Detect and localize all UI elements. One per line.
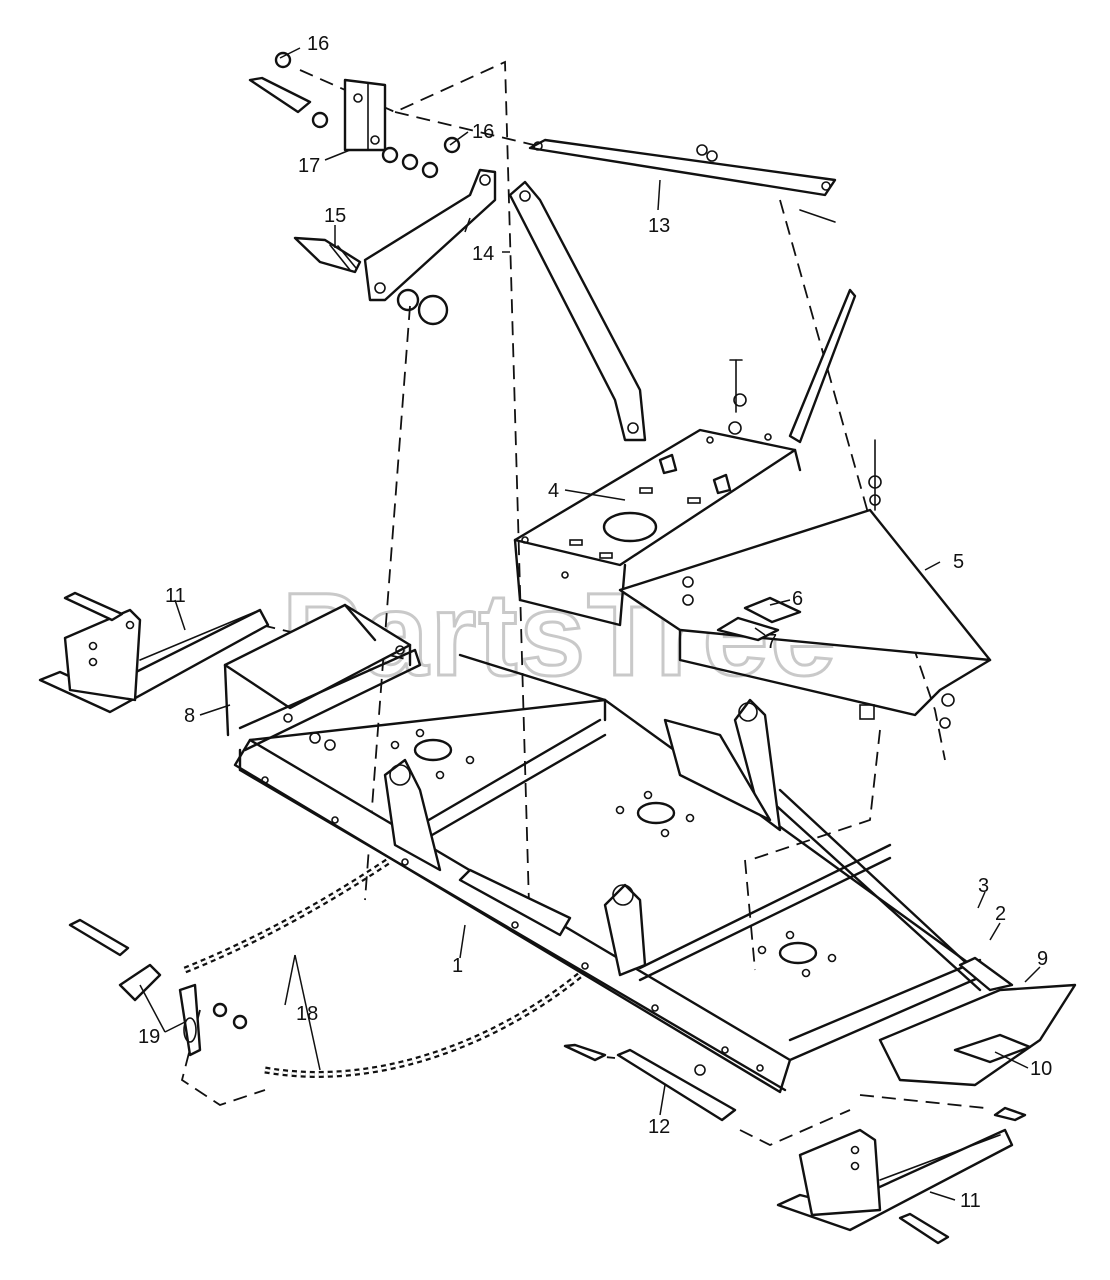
callout-leaders	[139, 47, 1041, 1201]
rod	[528, 138, 837, 223]
deck-cover	[618, 439, 992, 729]
callout-labels: 16 16 17 15 14 13 4 5 6 7 11 8 3 2 9 1 1…	[138, 33, 1052, 1212]
strap-bracket	[563, 1043, 737, 1122]
belt-guard	[513, 288, 857, 627]
callout-3: 3	[978, 875, 989, 897]
gauge-wheel-bracket-right	[776, 1128, 1014, 1245]
callout-9: 9	[1037, 948, 1048, 970]
clevis-pin	[293, 236, 449, 326]
clevis	[248, 51, 461, 179]
callout-6: 6	[792, 588, 803, 610]
callout-16b: 16	[472, 121, 494, 143]
callout-13: 13	[648, 215, 670, 237]
callout-11a: 11	[165, 585, 186, 607]
callout-19: 19	[138, 1026, 160, 1048]
callout-18: 18	[296, 1003, 318, 1025]
discharge-plate	[878, 983, 1077, 1122]
callout-12: 12	[648, 1116, 670, 1138]
callout-16a: 16	[307, 33, 329, 55]
callout-10: 10	[1030, 1058, 1052, 1080]
lift-link	[363, 168, 647, 442]
callout-2: 2	[995, 903, 1006, 925]
front-bracket	[223, 603, 422, 752]
callout-17: 17	[298, 155, 320, 177]
callout-1: 1	[452, 955, 463, 977]
callout-8: 8	[184, 705, 195, 727]
callout-14: 14	[472, 243, 494, 265]
callout-7: 7	[766, 631, 777, 653]
callout-5: 5	[953, 551, 964, 573]
chain-assembly	[68, 857, 583, 1078]
callout-4: 4	[548, 480, 559, 502]
deck-frame	[233, 653, 1014, 1094]
callout-11b: 11	[960, 1190, 981, 1212]
gauge-wheel-bracket-left	[38, 591, 270, 714]
callout-15: 15	[324, 205, 346, 227]
